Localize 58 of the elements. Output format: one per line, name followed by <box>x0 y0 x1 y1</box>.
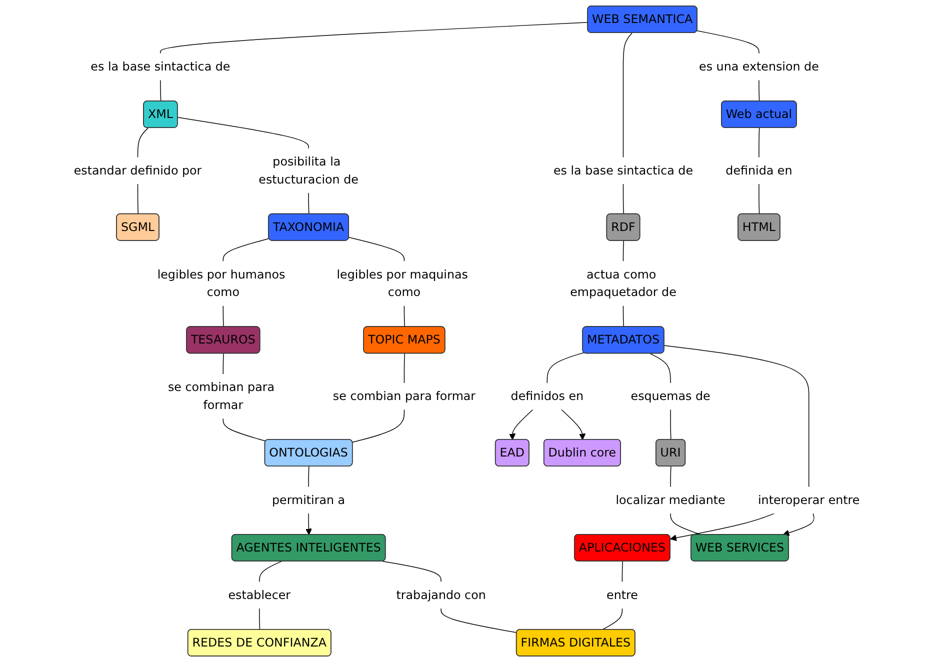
connector <box>670 466 672 488</box>
connector <box>178 117 310 149</box>
arrow <box>509 409 534 440</box>
connector <box>664 345 810 488</box>
connector <box>602 608 623 630</box>
connector <box>259 561 282 582</box>
connector <box>308 192 310 214</box>
node-text: actua como empaquetador de <box>570 267 677 300</box>
node-text: interoperar entre <box>758 492 860 507</box>
connector <box>223 305 224 328</box>
arrow <box>561 409 586 440</box>
connector <box>650 353 672 384</box>
connector <box>160 80 162 102</box>
connector <box>670 409 672 440</box>
connector <box>348 237 405 262</box>
node-text: localizar mediante <box>616 492 726 507</box>
node-text: trabajando con <box>396 588 486 602</box>
connector <box>404 353 406 384</box>
connector <box>138 128 149 158</box>
connector <box>697 30 760 54</box>
connector <box>404 305 406 328</box>
node-text: definida en <box>726 163 792 178</box>
connector <box>547 352 585 384</box>
connector <box>223 353 224 374</box>
node-text: esquemas de <box>630 388 710 403</box>
node-text: se combinan para formar <box>168 380 275 412</box>
node-text: definidos en <box>511 388 584 403</box>
connector <box>758 184 760 214</box>
arrow <box>783 513 815 536</box>
node-text: estandar definido por <box>74 163 202 178</box>
connector <box>758 128 760 158</box>
node-text: permitiran a <box>272 492 346 507</box>
node-text: establecer <box>228 588 291 602</box>
arrow <box>670 513 775 542</box>
connector <box>382 560 442 582</box>
connector <box>440 608 518 633</box>
connector <box>352 409 405 443</box>
connector <box>622 561 624 582</box>
node-text: se combian para formar <box>333 388 476 403</box>
connector <box>223 418 266 442</box>
connector <box>623 305 624 328</box>
node-text: es la base sintactica de <box>90 59 230 74</box>
connector <box>223 238 270 262</box>
arrow <box>306 513 312 535</box>
connector <box>308 466 310 488</box>
node-text: entre <box>606 588 638 602</box>
connector <box>138 184 139 214</box>
connector <box>160 22 588 54</box>
node-text: legibles por humanos como <box>158 267 286 300</box>
connector <box>259 608 260 630</box>
node-text: es una extension de <box>699 59 820 74</box>
node-text: legibles por maquinas como <box>336 267 468 300</box>
node-text: posibilita la estucturacion de <box>258 154 359 186</box>
connector <box>623 32 633 158</box>
connector <box>623 184 624 214</box>
node-text: es la base sintactica de <box>554 163 694 178</box>
connector <box>623 240 624 262</box>
connector <box>758 80 760 102</box>
